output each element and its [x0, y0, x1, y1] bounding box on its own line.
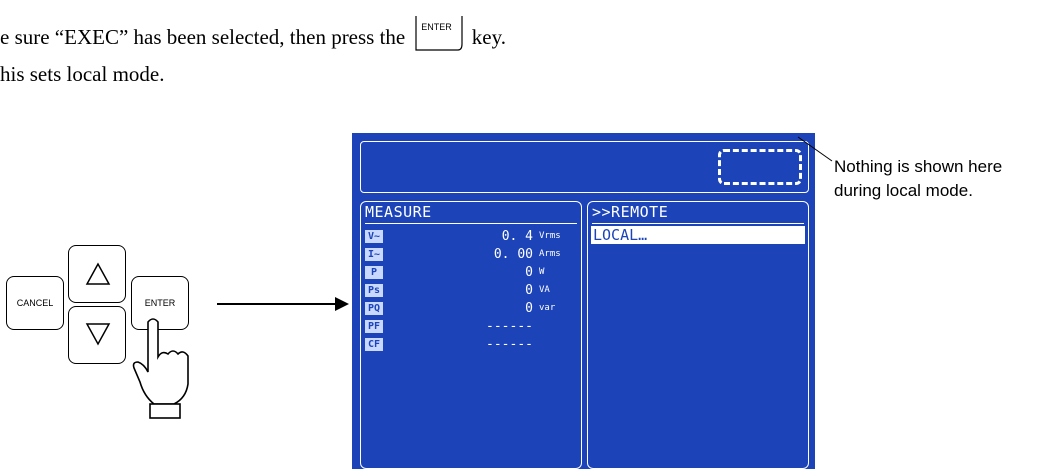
callout-line-2: during local mode. — [834, 181, 973, 200]
device-screen: MEASURE V~ 0. 4 Vrms I~ 0. 00 Arms P 0 W… — [352, 133, 815, 469]
pointing-hand-icon — [132, 318, 189, 419]
current-value: 0. 00 — [493, 247, 533, 262]
power-value: 0 — [525, 265, 533, 280]
status-bar — [360, 141, 809, 193]
callout-line-1: Nothing is shown here — [834, 157, 1003, 176]
voltage-value: 0. 4 — [501, 229, 533, 244]
enter-key-inline-label: ENTER — [421, 22, 452, 32]
measure-row-power-factor: PF ------ — [365, 319, 573, 334]
enter-key[interactable]: ENTER — [131, 276, 189, 330]
voltage-badge: V~ — [365, 230, 383, 243]
remote-menu-title: >>REMOTE — [592, 203, 669, 221]
remote-indicator-area — [718, 149, 802, 185]
power-factor-badge: PF — [365, 320, 383, 333]
instruction-text-before: e sure “EXEC” has been selected, then pr… — [0, 25, 406, 49]
enter-key-inline-icon: ENTER — [414, 14, 464, 54]
apparent-power-unit: VA — [539, 285, 550, 295]
instruction-text-after: key. — [471, 25, 506, 49]
reactive-power-badge: PQ — [365, 302, 383, 315]
crest-factor-value: ------ — [486, 337, 533, 352]
instruction-line-2: his sets local mode. — [0, 62, 165, 86]
voltage-unit: Vrms — [539, 231, 561, 241]
apparent-power-value: 0 — [525, 283, 533, 298]
instruction-line-1: e sure “EXEC” has been selected, then pr… — [0, 14, 506, 54]
measure-row-power: P 0 W — [365, 265, 573, 280]
measure-panel: MEASURE V~ 0. 4 Vrms I~ 0. 00 Arms P 0 W… — [360, 201, 582, 469]
reactive-power-unit: var — [539, 303, 556, 313]
power-badge: P — [365, 266, 383, 279]
measure-row-crest-factor: CF ------ — [365, 337, 573, 352]
measure-row-current: I~ 0. 00 Arms — [365, 247, 573, 262]
cancel-key-label: CANCEL — [16, 298, 54, 308]
measure-row-apparent-power: Ps 0 VA — [365, 283, 573, 298]
menu-item-local[interactable]: LOCAL… — [591, 226, 805, 244]
down-key[interactable] — [68, 306, 126, 364]
arrow-icon — [217, 297, 349, 311]
remote-menu-panel: >>REMOTE LOCAL… — [587, 201, 809, 469]
power-unit: W — [539, 267, 545, 277]
measure-title: MEASURE — [365, 203, 432, 221]
callout-leader-line — [797, 136, 833, 162]
measure-row-reactive-power: PQ 0 var — [365, 301, 573, 316]
up-key[interactable] — [68, 245, 126, 303]
reactive-power-value: 0 — [525, 301, 533, 316]
apparent-power-badge: Ps — [365, 284, 383, 297]
current-badge: I~ — [365, 248, 383, 261]
down-triangle-icon — [85, 323, 111, 346]
current-unit: Arms — [539, 249, 561, 259]
measure-row-voltage: V~ 0. 4 Vrms — [365, 229, 573, 244]
enter-key-label: ENTER — [144, 298, 176, 308]
cancel-key[interactable]: CANCEL — [6, 276, 64, 330]
crest-factor-badge: CF — [365, 338, 383, 351]
up-triangle-icon — [85, 262, 111, 285]
power-factor-value: ------ — [486, 319, 533, 334]
